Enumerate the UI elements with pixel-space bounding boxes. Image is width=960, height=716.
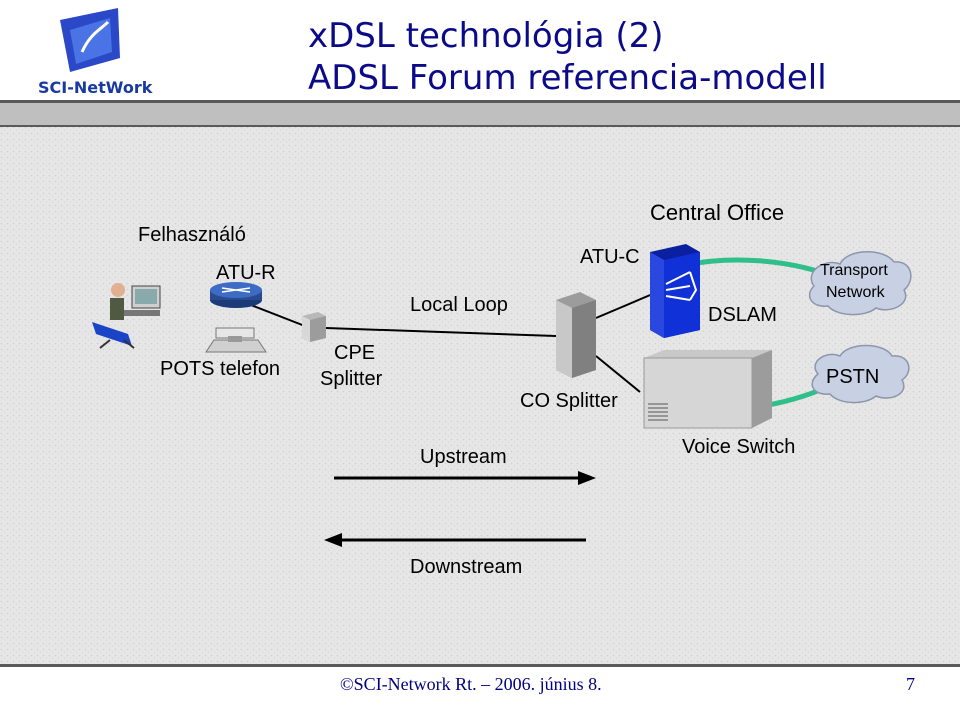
atu-c-label: ATU-C: [580, 246, 640, 268]
local-loop-label: Local Loop: [410, 294, 508, 316]
page-number: 7: [906, 674, 915, 694]
sci-network-logo: [28, 8, 168, 100]
slide-title-line-2: ADSL Forum referencia-modell: [308, 58, 827, 98]
router-icon: [210, 282, 262, 308]
user-label: Felhasználó: [138, 224, 246, 246]
slide-title-line-1: xDSL technológia (2): [308, 16, 664, 56]
cpe-splitter-icon: [302, 312, 326, 342]
voice-switch-icon: [643, 350, 772, 429]
phone-icon: [205, 327, 267, 353]
upstream-arrow: [334, 471, 596, 485]
co-splitter-icon: [556, 292, 596, 378]
transport-network-label-line-1: Transport: [820, 262, 888, 279]
atu-r-label: ATU-R: [216, 262, 276, 284]
dslam-label: DSLAM: [708, 304, 777, 326]
transport-network-label-line-2: Network: [826, 284, 885, 301]
content-background: [0, 104, 960, 664]
user-workstation-icon: [92, 283, 161, 349]
voice-switch-label: Voice Switch: [682, 436, 796, 458]
dslam-icon: [650, 244, 700, 338]
cpe-splitter-label-line-1: CPE: [334, 342, 376, 364]
cpe-splitter-label-line-2: Splitter: [320, 368, 383, 390]
downstream-label: Downstream: [410, 556, 523, 578]
content-divider-bar: [0, 125, 960, 127]
transport-network-cloud: [808, 251, 912, 316]
co-splitter-label: CO Splitter: [520, 390, 618, 412]
central-office-label: Central Office: [650, 200, 785, 225]
footer-divider-bar: [0, 664, 960, 667]
divider-band: [0, 103, 960, 125]
upstream-label: Upstream: [420, 446, 507, 468]
pots-phone-label: POTS telefon: [160, 358, 281, 380]
footer-copyright: ©SCI-Network Rt. – 2006. június 8.: [340, 674, 602, 694]
downstream-arrow: [324, 533, 586, 547]
pstn-label: PSTN: [826, 366, 880, 388]
logo-text: SCI-NetWork: [38, 78, 153, 97]
header-divider-bar: [0, 100, 960, 103]
pstn-cloud: [811, 344, 910, 404]
